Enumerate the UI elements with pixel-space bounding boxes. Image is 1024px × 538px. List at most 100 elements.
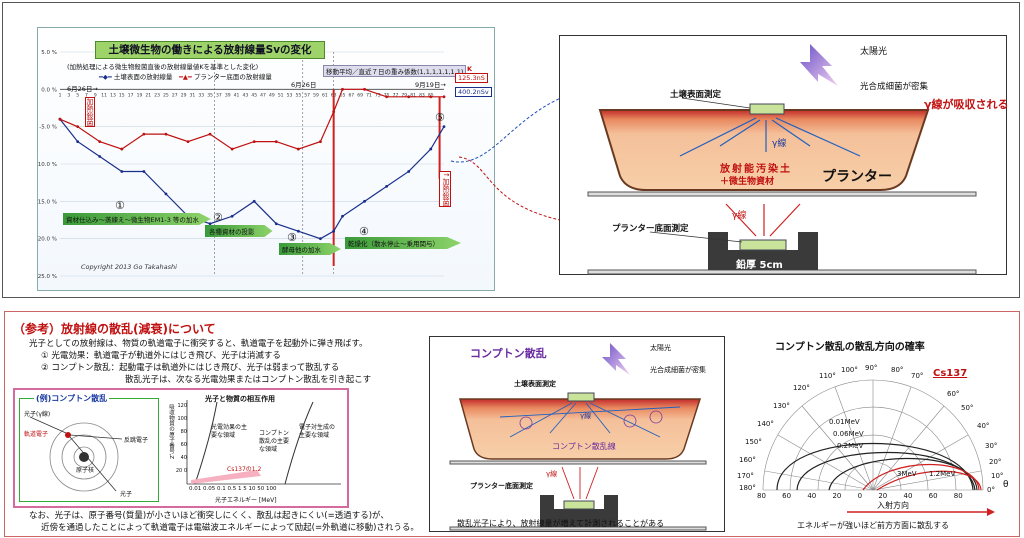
phase-num-2: ② [213, 211, 223, 224]
compton-svg [449, 343, 707, 531]
surface-detector [749, 103, 785, 115]
polar-xticks: 80 60 40 20 0 20 40 60 80 [757, 492, 963, 500]
interaction-title: 光子と物質の相互作用 [205, 395, 275, 403]
date-right: 9月19日→ [415, 81, 446, 89]
series-point-0 [274, 222, 278, 226]
x-tick-label: 37 [216, 92, 222, 98]
heat-right: ↑加熱殺菌 [439, 171, 451, 207]
legend-surface: ━◆━ 土壌表面の放射線量 [99, 73, 173, 81]
x-tick-label: 23 [154, 92, 160, 98]
legend-bottom: ━▲━ プランター底面の放射線量 [179, 73, 272, 81]
k-bottom-value: 400.2nSv [455, 87, 492, 97]
polar-energy-3: 3MeV [897, 470, 917, 478]
polar-energy-4: 1.2MeV [929, 470, 956, 478]
series-point-0 [142, 170, 146, 173]
polar-angle-150: 150° [745, 438, 762, 446]
series-point-0 [385, 185, 389, 188]
series-point-0 [230, 214, 234, 218]
polar-svg [762, 379, 995, 516]
phase-4-arrow: 乾燥化（散水停止～乗用関与） [345, 237, 461, 249]
x-tick-label: 1 [59, 92, 62, 98]
y-tick-label: -10.0 % [38, 162, 57, 168]
compton-scatter-label: コンプトン散乱線 [552, 442, 616, 451]
x-tick-label: 73 [375, 92, 381, 98]
phase-3-arrow: 酵母他の加水 [279, 243, 341, 255]
series-point-1 [252, 140, 256, 143]
phase-2-arrow: 各種資材の投影 [205, 225, 273, 237]
polar-caption: エネルギーが強いほど前方方面に散乱する [797, 521, 949, 530]
ie-pair-label: 電子対生成の主要な領域 [299, 424, 336, 439]
example-title: (例)コンプトン散乱 [34, 393, 110, 404]
k-top-value: 125.3nS [455, 73, 488, 83]
polar-angle-120: 120° [793, 384, 810, 392]
planter-svg [587, 44, 977, 275]
polar-angle-20: 20° [989, 458, 1002, 466]
photosynthetic-label: 光合成細菌が密集 [860, 82, 929, 92]
series-point-1 [186, 140, 190, 143]
series-point-0 [407, 170, 411, 173]
x-tick-label: 21 [145, 92, 151, 98]
series-point-0 [252, 199, 256, 203]
x-tick-label: 51 [278, 92, 284, 98]
polar-angle-80: 80° [891, 366, 904, 374]
y-tick-label: 0.0 % [41, 87, 57, 93]
heat-left: 加熱殺菌 [85, 97, 95, 127]
polar-angle-0: 0° [987, 486, 995, 494]
y-tick-label: -5.0 % [39, 125, 57, 131]
bottom-detector [739, 239, 787, 251]
chart-title: 土壌微生物の働きによる放射線量Svの変化 [95, 41, 325, 59]
series-point-1 [385, 95, 389, 99]
series-point-1 [208, 132, 212, 136]
series-line-1 [59, 88, 444, 150]
ex-orbital-label: 軌道電子 [24, 431, 49, 438]
series-point-0 [98, 155, 102, 158]
shelf [587, 191, 977, 197]
compton-atom-diagram: (例)コンプトン散乱 光子(γ線) 軌道電子 反跳電子 原子核 光子 [19, 393, 159, 502]
x-tick-label: 49 [269, 92, 275, 98]
x-tick-label: 19 [137, 92, 143, 98]
compton-gamma: γ線 [580, 412, 592, 420]
gamma-upper-label: γ線 [772, 139, 787, 149]
polar-angle-160: 160° [739, 456, 756, 464]
x-tick-label: 29 [181, 92, 187, 98]
series-point-1 [429, 95, 433, 99]
ie-photo-label: 光電効果の主要な領域 [211, 424, 248, 439]
series-point-1 [296, 147, 300, 151]
series-line-0 [59, 118, 445, 240]
ie-xticks: 0.01 0.05 0.1 0.5 1 5 10 50 100 [189, 486, 277, 492]
x-tick-label: 65 [340, 92, 346, 98]
x-tick-label: 31 [190, 92, 196, 98]
bottom-measure-label: プランター底面測定 [612, 224, 689, 234]
polar-angle-170: 170° [737, 472, 754, 480]
series-point-0 [341, 214, 344, 218]
text-line-3: ② コンプトン散乱：起動電子は軌道外にはじき飛び、光子は弱まって散乱する [41, 363, 340, 373]
phase-num-5: ⑤ [435, 111, 445, 124]
series-point-0 [208, 222, 212, 226]
example-box: (例)コンプトン散乱 光子(γ線) 軌道電子 反跳電子 原子核 光子 [13, 388, 349, 508]
planter-shape [598, 109, 930, 191]
x-tick-label: 15 [119, 92, 125, 98]
compton-soil-surface: 土壌表面測定 [514, 380, 556, 388]
gamma-absorbed-label: γ線が吸収される [924, 98, 1009, 111]
x-tick-label: 71 [366, 92, 372, 98]
series-point-1 [442, 95, 446, 99]
y-tick-label: -20.0 % [38, 237, 57, 243]
copyright: Copyright 2013 Go Takahashi [81, 263, 177, 271]
moving-avg-label: 移動平均／直近７日の重み係数(1,1,1,1,1,1,1) [323, 65, 467, 77]
compton-sunlight: 太陽光 [650, 344, 671, 352]
polar-energy-0: 0.01MeV [829, 418, 860, 426]
polar-energy-1: 0.06MeV [833, 430, 864, 438]
interaction-chart: 光子と物質の相互作用 光電効果の主要な領域 コンプトン散乱の主要な領域 電子対生… [165, 394, 345, 506]
ex-recoil-label: 反跳電子 [124, 437, 149, 444]
x-tick-label: 75 [384, 92, 390, 98]
ie-compton-label: コンプトン散乱の主要な領域 [259, 430, 290, 453]
x-tick-label: 81 [410, 92, 416, 98]
series-point-1 [407, 95, 411, 99]
x-tick-label: 27 [172, 92, 178, 98]
series-point-0 [442, 125, 446, 129]
section-heading: （参考）放射線の散乱(減衰)について [13, 322, 216, 336]
compton-title: コンプトン散乱 [470, 347, 547, 360]
series-point-1 [98, 140, 102, 143]
ex-nucleus-label: 原子核 [76, 467, 95, 474]
polar-angle-180: 180° [739, 484, 756, 492]
